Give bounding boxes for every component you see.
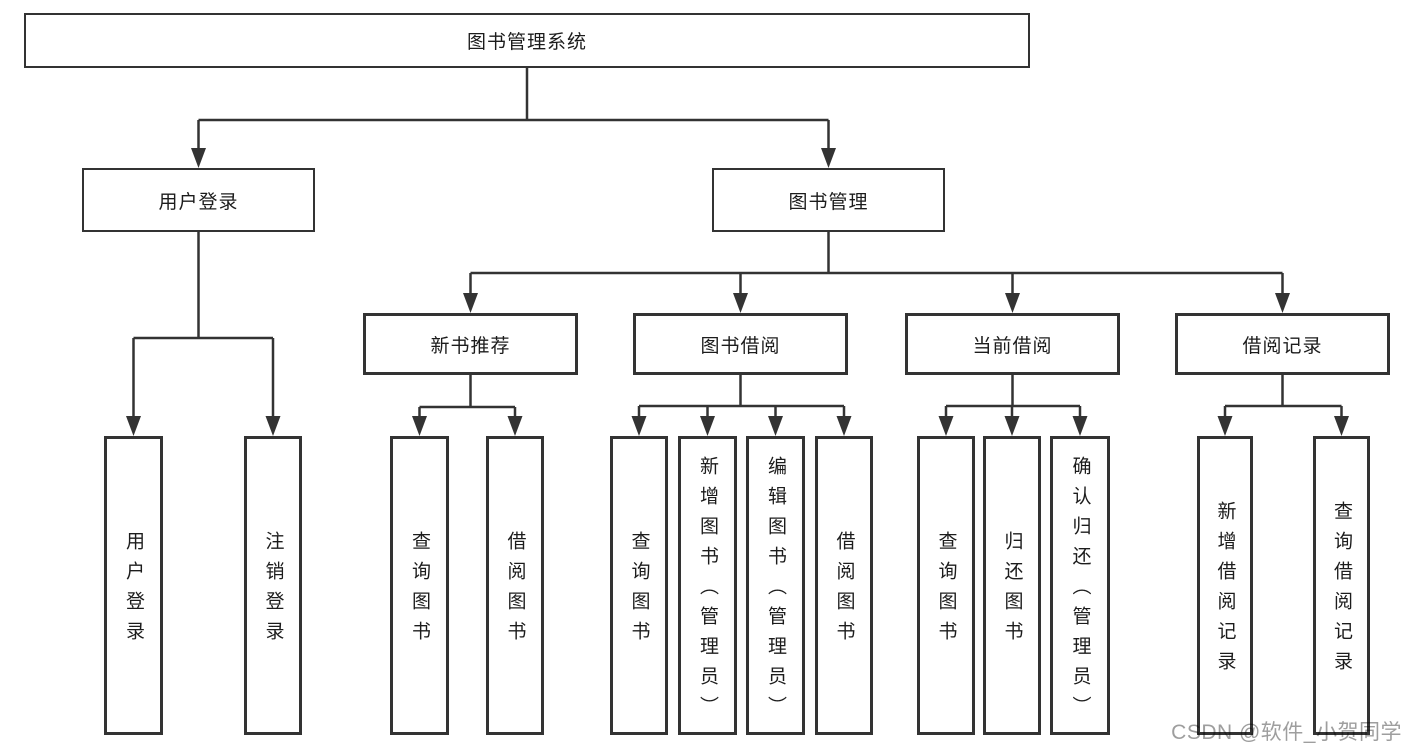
leaf-borrowing-query-book-label: 查询图书 <box>628 531 650 651</box>
connector-book-borrowing-split <box>637 375 846 420</box>
leaf-recommend-query-book: 查询图书 <box>390 436 449 735</box>
node-book-borrowing-label: 图书借阅 <box>700 335 781 357</box>
connector-root-to-level2 <box>197 68 830 152</box>
leaf-current-confirm-return: 确认归还（管理员） <box>1050 436 1110 735</box>
leaf-logout: 注销登录 <box>244 436 302 735</box>
connector-user-login-split <box>132 232 275 420</box>
leaf-borrowing-borrow-book: 借阅图书 <box>815 436 873 735</box>
node-current-borrowing-label: 当前借阅 <box>972 335 1053 357</box>
leaf-current-return-book-label: 归还图书 <box>1001 531 1023 651</box>
arrowhead-icon <box>768 416 783 436</box>
arrowhead-icon <box>1217 416 1233 436</box>
node-root-label: 图书管理系统 <box>466 32 587 53</box>
leaf-current-return-book: 归还图书 <box>983 436 1041 735</box>
node-book-borrowing: 图书借阅 <box>633 313 848 375</box>
arrowhead-icon <box>700 416 715 436</box>
node-borrowing-records: 借阅记录 <box>1175 313 1390 375</box>
leaf-recommend-query-book-label: 查询图书 <box>409 531 430 651</box>
node-book-management-label: 图书管理 <box>788 191 869 213</box>
leaf-borrowing-borrow-book-label: 借阅图书 <box>833 531 855 651</box>
leaf-records-add-record: 新增借阅记录 <box>1197 436 1253 735</box>
arrowhead-icon <box>507 416 523 436</box>
arrowhead-icon <box>126 416 141 436</box>
node-borrowing-records-label: 借阅记录 <box>1242 335 1323 357</box>
leaf-borrowing-add-book: 新增图书（管理员） <box>678 436 737 735</box>
node-user-login-label: 用户登录 <box>158 191 239 213</box>
arrowhead-icon <box>631 416 647 436</box>
arrowhead-icon <box>412 416 427 436</box>
arrowheads <box>126 148 1349 436</box>
leaf-borrowing-edit-book: 编辑图书（管理员） <box>746 436 805 735</box>
node-root: 图书管理系统 <box>24 13 1030 68</box>
arrowhead-icon <box>1334 416 1349 436</box>
node-new-book-recommend-label: 新书推荐 <box>430 335 511 357</box>
leaf-borrowing-edit-book-label: 编辑图书（管理员） <box>765 456 786 726</box>
arrowhead-icon <box>191 148 206 168</box>
csdn-watermark: CSDN @软件_小贺同学 <box>1171 721 1402 744</box>
arrowhead-icon <box>821 148 836 168</box>
leaf-records-query-record-label: 查询借阅记录 <box>1331 501 1352 681</box>
leaf-current-confirm-return-label: 确认归还（管理员） <box>1069 456 1091 726</box>
node-current-borrowing: 当前借阅 <box>905 313 1120 375</box>
arrowhead-icon <box>463 293 478 313</box>
arrowhead-icon <box>1005 293 1020 313</box>
leaf-recommend-borrow-book: 借阅图书 <box>486 436 544 735</box>
leaf-recommend-borrow-book-label: 借阅图书 <box>504 531 526 651</box>
node-user-login: 用户登录 <box>82 168 315 232</box>
arrowhead-icon <box>265 416 281 436</box>
leaf-records-query-record: 查询借阅记录 <box>1313 436 1370 735</box>
leaf-user-login: 用户登录 <box>104 436 163 735</box>
arrowhead-icon <box>938 416 954 436</box>
arrowhead-icon <box>1072 416 1088 436</box>
arrowhead-icon <box>1275 293 1290 313</box>
leaf-borrowing-query-book: 查询图书 <box>610 436 668 735</box>
leaf-current-query-book-label: 查询图书 <box>935 531 957 651</box>
arrowhead-icon <box>1004 416 1020 436</box>
leaf-user-login-label: 用户登录 <box>123 531 144 651</box>
leaf-records-add-record-label: 新增借阅记录 <box>1214 501 1236 681</box>
connector-new-book-recommend-split <box>418 375 517 420</box>
connector-book-management-split <box>469 232 1284 297</box>
leaf-borrowing-add-book-label: 新增图书（管理员） <box>697 456 718 726</box>
node-new-book-recommend: 新书推荐 <box>363 313 578 375</box>
leaf-logout-label: 注销登录 <box>262 531 284 651</box>
connector-current-borrowing-split <box>944 375 1082 420</box>
connector-borrowing-records-split <box>1223 375 1343 420</box>
arrowhead-icon <box>733 293 748 313</box>
leaf-current-query-book: 查询图书 <box>917 436 975 735</box>
node-book-management: 图书管理 <box>712 168 945 232</box>
arrowhead-icon <box>836 416 852 436</box>
